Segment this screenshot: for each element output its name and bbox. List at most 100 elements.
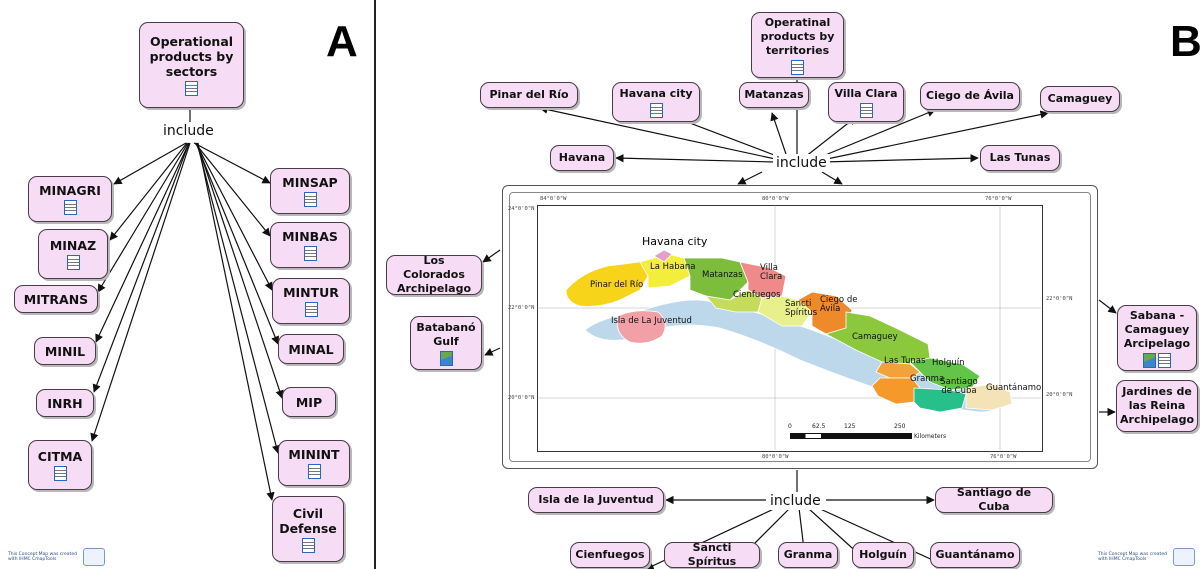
document-icon[interactable] bbox=[303, 192, 317, 207]
map-label-cienfuegos: Cienfuegos bbox=[733, 290, 781, 300]
tick-lat-right: 22°0'0"N bbox=[1046, 296, 1073, 302]
province-isla bbox=[616, 310, 666, 344]
document-icon[interactable] bbox=[791, 59, 804, 75]
sector-node-label: MINAL bbox=[288, 341, 334, 357]
sector-node-minil[interactable]: MINIL bbox=[34, 337, 96, 365]
document-icon[interactable] bbox=[53, 466, 67, 481]
document-icon[interactable] bbox=[304, 302, 318, 317]
link-word-include-top: include bbox=[773, 154, 830, 172]
tick-lon-top: 84°0'0"W bbox=[540, 196, 567, 202]
panel-b-side-arrows bbox=[482, 249, 1117, 417]
province-habana_city bbox=[653, 249, 673, 263]
province-guantanamo bbox=[965, 383, 1013, 411]
credit-text: This Concept Map was created with IHMC C… bbox=[8, 552, 77, 562]
sector-node-mip[interactable]: MIP bbox=[282, 387, 336, 417]
sector-node-label: MIP bbox=[295, 394, 323, 410]
map-label-santiago-de-cuba: Santiago de Cuba bbox=[940, 377, 978, 396]
document-icon[interactable] bbox=[63, 200, 77, 215]
territory-node-label: Matanzas bbox=[744, 88, 804, 101]
map-label-la-habana: La Habana bbox=[650, 262, 696, 272]
territory-node-label: Havana city bbox=[619, 86, 693, 100]
territory-node-label: Jardines de las Reina Archipelago bbox=[1120, 385, 1195, 426]
map-label-isla-de-la-juventud: Isla de La Juventud bbox=[611, 316, 692, 326]
sector-node-minagri[interactable]: MINAGRI bbox=[28, 176, 112, 222]
territory-node-label: Los Colorados Archipelago bbox=[396, 254, 472, 295]
territory-node-ciego-de-avila[interactable]: Ciego de Ávila bbox=[920, 82, 1020, 110]
territory-node-guantanamo[interactable]: Guantánamo bbox=[930, 542, 1020, 568]
sector-node-minsap[interactable]: MINSAP bbox=[270, 168, 350, 214]
territory-node-havana-city[interactable]: Havana city bbox=[612, 82, 700, 122]
root-node-sectors-label: Operational products by sectors bbox=[149, 34, 234, 79]
territory-node-los-colorados[interactable]: Los Colorados Archipelago bbox=[386, 254, 482, 295]
map-label-pinar-del-rio: Pinar del Río bbox=[590, 280, 644, 290]
map-label-ciego-de-avila: Ciego de Ávila bbox=[820, 295, 858, 314]
map-label-sancti-spiritus: Sancti Spíritus bbox=[785, 299, 818, 318]
document-icon[interactable] bbox=[301, 537, 315, 553]
document-icon[interactable] bbox=[1158, 352, 1171, 368]
territory-node-santiago-de-cuba[interactable]: Santiago de Cuba bbox=[935, 486, 1053, 513]
territory-node-granma[interactable]: Granma bbox=[778, 542, 838, 568]
territory-node-isla-de-la-juventud[interactable]: Isla de la Juventud bbox=[528, 487, 664, 513]
territory-node-villa-clara[interactable]: Villa Clara bbox=[828, 82, 904, 122]
sector-node-label: CITMA bbox=[37, 449, 83, 464]
sector-node-minal[interactable]: MINAL bbox=[278, 334, 344, 364]
scale-label: 0 bbox=[788, 423, 792, 430]
territory-node-sabana-camaguey[interactable]: Sabana - Camaguey Arcipelago bbox=[1117, 305, 1197, 371]
territory-node-batabano-gulf[interactable]: Batabanó Gulf bbox=[410, 316, 482, 370]
link-word-include: include bbox=[160, 122, 217, 140]
province-santiago bbox=[913, 387, 967, 413]
map-label-granma: Granma bbox=[910, 374, 945, 384]
document-icon[interactable] bbox=[859, 102, 873, 118]
territory-node-label: Guantánamo bbox=[935, 548, 1015, 561]
sector-node-minbas[interactable]: MINBAS bbox=[270, 222, 350, 268]
sector-node-mitrans[interactable]: MITRANS bbox=[14, 285, 98, 313]
panel-a-arrows bbox=[90, 142, 284, 501]
sector-node-inrh[interactable]: INRH bbox=[36, 389, 94, 417]
document-icon[interactable] bbox=[303, 246, 317, 261]
scale-label: 250 bbox=[894, 423, 906, 430]
tick-lat-right: 20°0'0"N bbox=[1046, 392, 1073, 398]
territory-node-label: Ciego de Ávila bbox=[926, 89, 1014, 102]
map-provinces bbox=[565, 249, 1013, 413]
territory-node-holguin[interactable]: Holguín bbox=[852, 542, 914, 568]
territory-node-cienfuegos[interactable]: Cienfuegos bbox=[570, 542, 650, 568]
sector-node-label: MININT bbox=[288, 447, 340, 462]
territory-node-havana[interactable]: Havana bbox=[550, 145, 614, 171]
image-icon[interactable] bbox=[439, 350, 453, 366]
document-icon[interactable] bbox=[307, 464, 321, 479]
panel-b-letter: B bbox=[1170, 17, 1200, 66]
scale-label: 125 bbox=[844, 423, 856, 430]
document-icon[interactable] bbox=[649, 102, 663, 118]
sector-node-minaz[interactable]: MINAZ bbox=[38, 229, 108, 279]
territory-node-label: Villa Clara bbox=[834, 86, 898, 100]
tick-lon-top: 80°0'0"W bbox=[762, 196, 789, 202]
sector-node-label: MINAGRI bbox=[39, 183, 101, 198]
territory-node-las-tunas[interactable]: Las Tunas bbox=[980, 145, 1060, 171]
sector-node-label: MINSAP bbox=[282, 175, 338, 190]
sector-node-citma[interactable]: CITMA bbox=[28, 440, 92, 490]
territory-node-label: Havana bbox=[558, 151, 606, 164]
scale-bar bbox=[790, 433, 912, 439]
root-node-territories[interactable]: Operatinal products by territories bbox=[751, 12, 844, 78]
sector-node-mintur[interactable]: MINTUR bbox=[272, 278, 350, 324]
cmaptools-logo-icon bbox=[83, 548, 105, 566]
tick-lon-bottom: 80°0'0"W bbox=[762, 454, 789, 460]
sector-node-minint[interactable]: MININT bbox=[278, 440, 350, 486]
tick-lon-top: 76°0'0"W bbox=[985, 196, 1012, 202]
tick-lat-left: 22°0'0"N bbox=[508, 305, 535, 311]
territory-node-camaguey[interactable]: Camaguey bbox=[1040, 86, 1120, 112]
sector-node-civil-defense[interactable]: Civil Defense bbox=[272, 496, 344, 562]
scale-unit: Kilometers bbox=[914, 433, 947, 440]
territory-node-matanzas[interactable]: Matanzas bbox=[739, 82, 809, 108]
image-icon[interactable] bbox=[1143, 352, 1156, 368]
territory-node-label: Santiago de Cuba bbox=[956, 486, 1032, 513]
territory-node-pinar-del-rio[interactable]: Pinar del Río bbox=[480, 82, 578, 108]
root-node-sectors[interactable]: Operational products by sectors bbox=[139, 22, 244, 108]
territory-node-label: Las Tunas bbox=[989, 151, 1051, 164]
sector-node-label: INRH bbox=[47, 395, 83, 411]
document-icon[interactable] bbox=[66, 255, 80, 270]
document-icon[interactable] bbox=[185, 81, 198, 96]
panel-b-top-arrows bbox=[539, 105, 1049, 185]
territory-node-jardines-de-la-reina[interactable]: Jardines de las Reina Archipelago bbox=[1116, 380, 1198, 432]
territory-node-sancti-spiritus[interactable]: Sancti Spíritus bbox=[664, 541, 760, 568]
